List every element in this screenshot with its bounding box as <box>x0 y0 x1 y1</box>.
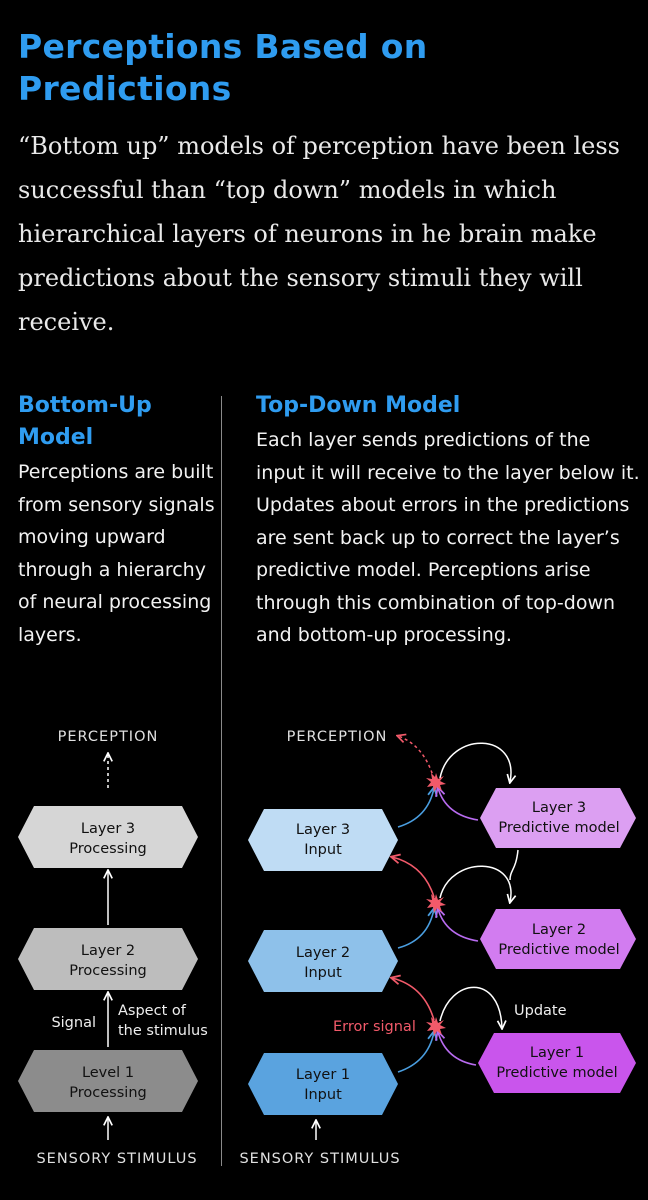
td-model-2-subtitle: Predictive model <box>498 942 619 958</box>
td-perception-arrow <box>398 736 435 780</box>
td-input-3-shape <box>248 809 398 871</box>
td-perception-label: PERCEPTION <box>287 729 388 745</box>
td-model-3-to-2-link <box>509 849 519 881</box>
intro-paragraph: “Bottom up” models of perception have be… <box>18 132 620 336</box>
td-input-3-to-error-arrow <box>397 788 434 828</box>
td-update-arrow-3 <box>439 742 511 782</box>
td-model-1-shape <box>478 1033 636 1093</box>
td-update-arrow-2 <box>439 865 511 902</box>
td-model-3-shape <box>480 788 636 848</box>
td-input-3-subtitle: Input <box>304 842 342 858</box>
td-model-2-shape <box>480 909 636 969</box>
top-down-heading: Top-Down Model <box>256 393 461 418</box>
bu-stimulus-label: SENSORY STIMULUS <box>36 1151 197 1167</box>
td-update-arrow-1 <box>439 986 502 1028</box>
td-input-1-subtitle: Input <box>304 1087 342 1103</box>
td-model-1-title: Layer 1 <box>530 1045 584 1061</box>
td-model-3-prediction-arrow <box>438 788 479 821</box>
td-update-label: Update <box>514 1003 567 1019</box>
td-model-2-title: Layer 2 <box>532 922 586 938</box>
bottom-up-description: Perceptions are built from sensory signa… <box>18 461 215 646</box>
td-input-1-to-error-arrow <box>397 1032 434 1073</box>
bu-level-1-shape <box>18 1050 198 1112</box>
bu-layer-3-title: Layer 3 <box>81 821 135 837</box>
td-error-up-arrow-1 <box>392 978 435 1021</box>
bu-aspect-label-2: the stimulus <box>118 1023 208 1039</box>
td-stimulus-label: SENSORY STIMULUS <box>239 1151 400 1167</box>
bu-level-1-title: Level 1 <box>82 1065 134 1081</box>
td-error-up-arrow-2 <box>392 857 435 898</box>
bottom-up-heading: Bottom-Up Model <box>18 393 152 450</box>
td-model-1-prediction-arrow <box>438 1032 477 1066</box>
td-input-2-subtitle: Input <box>304 965 342 981</box>
bu-layer-2-subtitle: Processing <box>69 963 146 979</box>
td-model-1-subtitle: Predictive model <box>496 1065 617 1081</box>
td-error-signal-label: Error signal <box>333 1019 416 1035</box>
bu-perception-label: PERCEPTION <box>58 729 159 745</box>
td-input-2-to-error-arrow <box>397 909 434 949</box>
bu-layer-2-shape <box>18 928 198 990</box>
td-error-junction-2-icon <box>426 894 446 913</box>
bu-signal-label: Signal <box>51 1015 96 1031</box>
column-divider <box>221 396 222 1166</box>
td-input-3-title: Layer 3 <box>296 822 350 838</box>
top-down-description: Each layer sends predictions of the inpu… <box>256 429 640 646</box>
bu-layer-2-title: Layer 2 <box>81 943 135 959</box>
td-input-2-shape <box>248 930 398 992</box>
td-model-2-prediction-arrow <box>438 909 479 942</box>
td-error-junction-1-icon <box>426 1017 446 1036</box>
td-input-1-title: Layer 1 <box>296 1067 350 1083</box>
bu-layer-3-subtitle: Processing <box>69 841 146 857</box>
td-input-1-shape <box>248 1053 398 1115</box>
bu-layer-3-shape <box>18 806 198 868</box>
page-title: Perceptions Based on Predictions <box>18 27 428 108</box>
td-model-3-subtitle: Predictive model <box>498 820 619 836</box>
bu-aspect-label-1: Aspect of <box>118 1003 187 1019</box>
td-error-junction-3-icon <box>426 773 446 792</box>
bu-level-1-subtitle: Processing <box>69 1085 146 1101</box>
td-input-2-title: Layer 2 <box>296 945 350 961</box>
td-model-3-title: Layer 3 <box>532 800 586 816</box>
